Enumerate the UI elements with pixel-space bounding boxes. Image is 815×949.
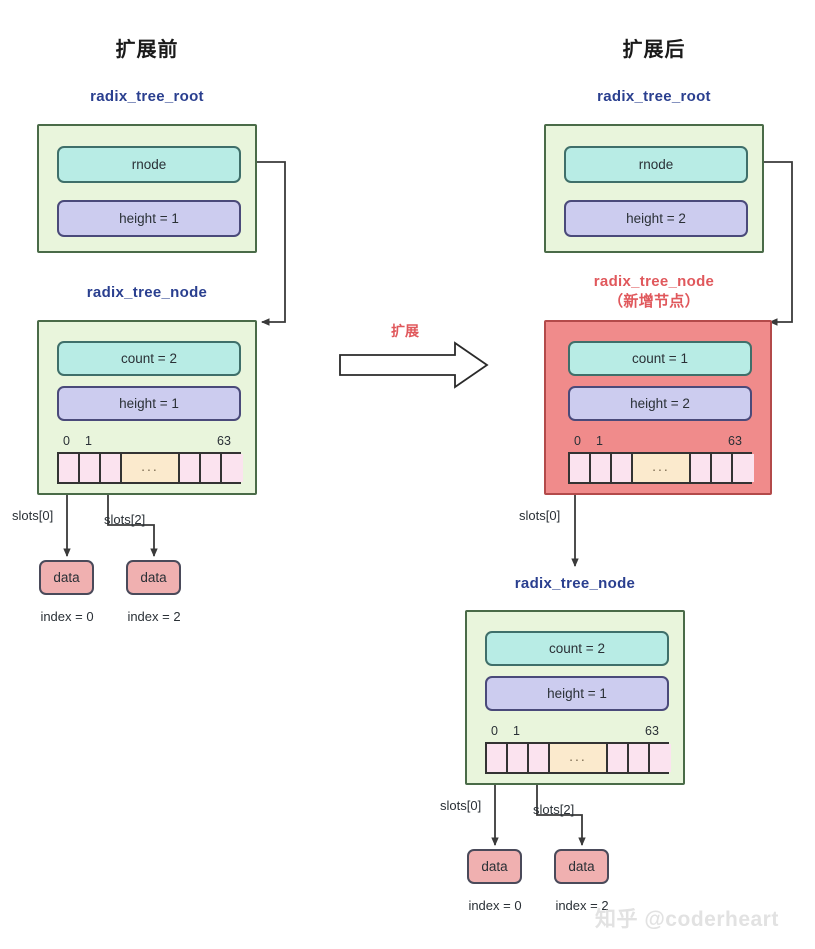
transform-arrow-label: 扩展 xyxy=(391,323,419,339)
right-new-node-count-field: count = 1 xyxy=(568,341,752,376)
right-root-label: radix_tree_root xyxy=(597,88,711,105)
left-index-label-0: index = 0 xyxy=(40,609,94,624)
slot-cell xyxy=(591,454,612,482)
right-slots2-label: slots[2] xyxy=(533,802,575,817)
watermark: 知乎 @coderheart xyxy=(595,908,779,931)
slot-cell xyxy=(101,454,122,482)
slot-cell xyxy=(222,454,243,482)
right-new-node-label-line2: （新增节点） xyxy=(608,293,700,311)
left-radix-tree-node-box: count = 2 height = 1 0 1 63 ... xyxy=(37,320,257,495)
left-index-label-2: index = 2 xyxy=(127,609,181,624)
left-root-rnode-field: rnode xyxy=(57,146,241,183)
slot-cell-ellipsis: ... xyxy=(633,454,691,482)
right-child-node-label: radix_tree_node xyxy=(514,575,636,592)
right-child-node-count-field: count = 2 xyxy=(485,631,669,666)
slot-cell xyxy=(691,454,712,482)
left-node-slot-index-1: 1 xyxy=(85,434,92,448)
right-new-node-slots-array: ... xyxy=(568,452,754,484)
slot-cell xyxy=(650,744,671,772)
left-data-box-0: data xyxy=(39,560,94,595)
right-section-title: 扩展后 xyxy=(622,39,686,61)
left-node-slot-index-0: 0 xyxy=(63,434,70,448)
slot-cell xyxy=(180,454,201,482)
slot-cell xyxy=(629,744,650,772)
slot-cell xyxy=(487,744,508,772)
right-new-node-label-line1: radix_tree_node xyxy=(593,273,715,290)
slot-cell xyxy=(612,454,633,482)
left-node-slots-array: ... xyxy=(57,452,243,484)
left-slots2-label: slots[2] xyxy=(104,512,146,527)
right-root-rnode-field: rnode xyxy=(564,146,748,183)
right-child-node-height-field: height = 1 xyxy=(485,676,669,711)
right-new-node-slot-index-63: 63 xyxy=(728,434,742,448)
right-data-box-2: data xyxy=(554,849,609,884)
right-child-node-slot-index-63: 63 xyxy=(645,724,659,738)
right-data-box-0: data xyxy=(467,849,522,884)
slot-cell xyxy=(570,454,591,482)
right-index-label-2: index = 2 xyxy=(555,898,609,913)
right-child-node-slots-array: ... xyxy=(485,742,671,774)
right-child-radix-tree-node-box: count = 2 height = 1 0 1 63 ... xyxy=(465,610,685,785)
left-section-title: 扩展前 xyxy=(115,39,179,61)
right-new-node-label: radix_tree_node （新增节点） xyxy=(544,272,764,313)
slot-cell xyxy=(508,744,529,772)
left-root-label: radix_tree_root xyxy=(90,88,204,105)
left-node-count-field: count = 2 xyxy=(57,341,241,376)
slot-cell xyxy=(59,454,80,482)
slot-cell xyxy=(80,454,101,482)
slot-cell xyxy=(608,744,629,772)
right-root-height-field: height = 2 xyxy=(564,200,748,237)
right-new-node-slot-index-0: 0 xyxy=(574,434,581,448)
left-data-box-2: data xyxy=(126,560,181,595)
right-new-radix-tree-node-box: count = 1 height = 2 0 1 63 ... xyxy=(544,320,772,495)
left-node-height-field: height = 1 xyxy=(57,386,241,421)
transform-arrow xyxy=(339,341,489,389)
left-node-label: radix_tree_node xyxy=(86,284,208,301)
slot-cell xyxy=(712,454,733,482)
right-index-label-0: index = 0 xyxy=(468,898,522,913)
right-radix-tree-root-box: rnode height = 2 xyxy=(544,124,764,253)
slot-cell xyxy=(733,454,754,482)
right-slots0-label: slots[0] xyxy=(440,798,482,813)
right-child-node-slot-index-0: 0 xyxy=(491,724,498,738)
left-node-slot-index-63: 63 xyxy=(217,434,231,448)
slot-cell xyxy=(201,454,222,482)
right-child-node-slot-index-1: 1 xyxy=(513,724,520,738)
left-root-height-field: height = 1 xyxy=(57,200,241,237)
slot-cell-ellipsis: ... xyxy=(550,744,608,772)
left-radix-tree-root-box: rnode height = 1 xyxy=(37,124,257,253)
right-new-node-slot-index-1: 1 xyxy=(596,434,603,448)
right-new-node-height-field: height = 2 xyxy=(568,386,752,421)
left-slots0-label: slots[0] xyxy=(12,508,54,523)
slot-cell xyxy=(529,744,550,772)
slot-cell-ellipsis: ... xyxy=(122,454,180,482)
right-new-node-slots0-label: slots[0] xyxy=(519,508,561,523)
